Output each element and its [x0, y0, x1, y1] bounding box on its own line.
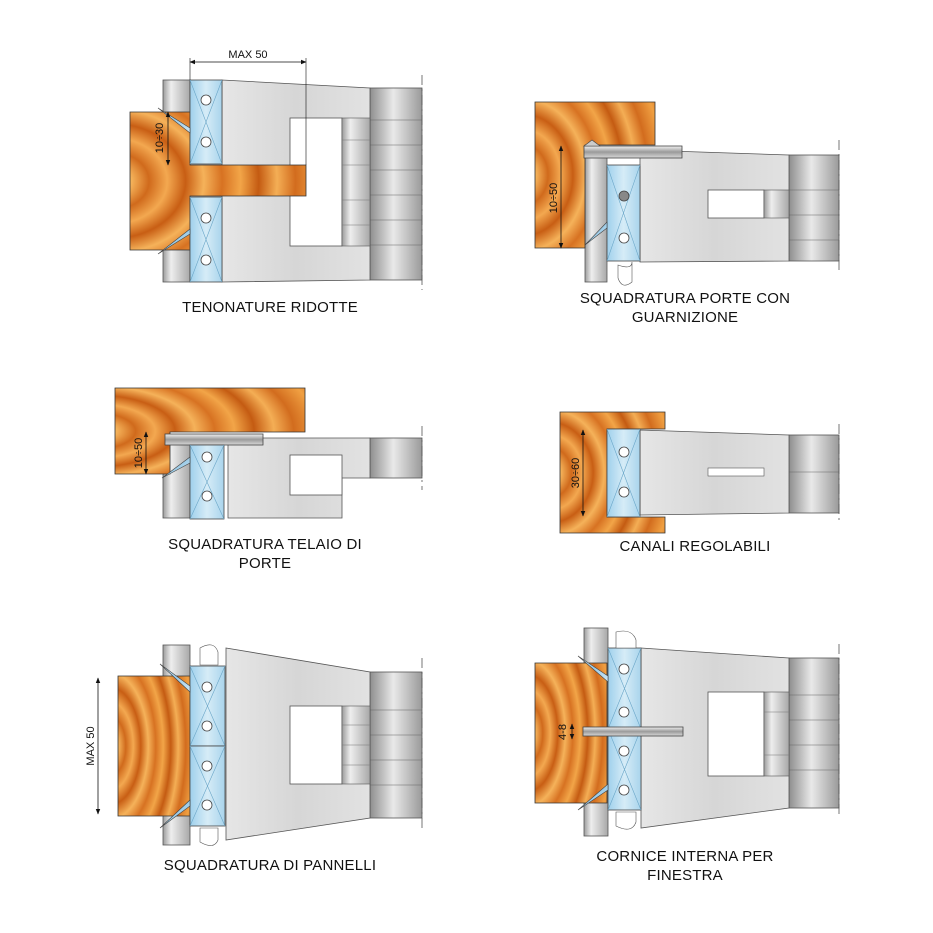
panel-squadratura-telaio-porte: 10÷50 — [114, 387, 423, 520]
wood-workpiece — [117, 675, 191, 817]
spindle-hub — [788, 434, 840, 514]
caption-tenonature-ridotte: TENONATURE RIDOTTE — [182, 299, 358, 316]
panel-canali-regolabili: 30÷60 — [559, 411, 840, 534]
spindle-hub — [369, 87, 423, 281]
spindle-hub — [788, 154, 840, 262]
dimension-label: 10÷50 — [548, 183, 560, 214]
dimension-label: 10÷30 — [154, 123, 166, 154]
saw-blade — [582, 726, 684, 737]
wood-workpiece — [114, 387, 306, 475]
saw-blade — [583, 145, 683, 159]
dimension-top: MAX 50 — [228, 49, 267, 61]
panel-tenonature-ridotte: MAX 50 10÷30 — [129, 49, 423, 290]
dimension-label: 4-8 — [557, 724, 569, 740]
caption-squadratura-telaio-porte: SQUADRATURA TELAIO DI PORTE — [168, 536, 362, 572]
caption-cornice-interna-finestra: CORNICE INTERNA PER FINESTRA — [596, 848, 774, 884]
caption-squadratura-pannelli: SQUADRATURA DI PANNELLI — [163, 857, 377, 874]
panel-cornice-interna-finestra: 4-8 — [534, 627, 840, 837]
saw-blade — [164, 433, 264, 446]
dimension-label: 30÷60 — [570, 458, 582, 489]
dimension-label: 10÷50 — [133, 438, 145, 469]
spindle-hub — [369, 671, 423, 819]
caption-squadratura-porte-guarnizione: SQUADRATURA PORTE CON GUARNIZIONE — [579, 290, 791, 326]
dimension-label: MAX 50 — [85, 726, 97, 765]
caption-canali-regolabili: CANALI REGOLABILI — [619, 538, 771, 555]
panel-squadratura-porte-guarnizione: 10÷50 — [534, 101, 840, 286]
spindle-hub — [369, 437, 423, 479]
spindle-hub — [788, 657, 840, 809]
panel-squadratura-pannelli: MAX 50 — [85, 644, 423, 846]
